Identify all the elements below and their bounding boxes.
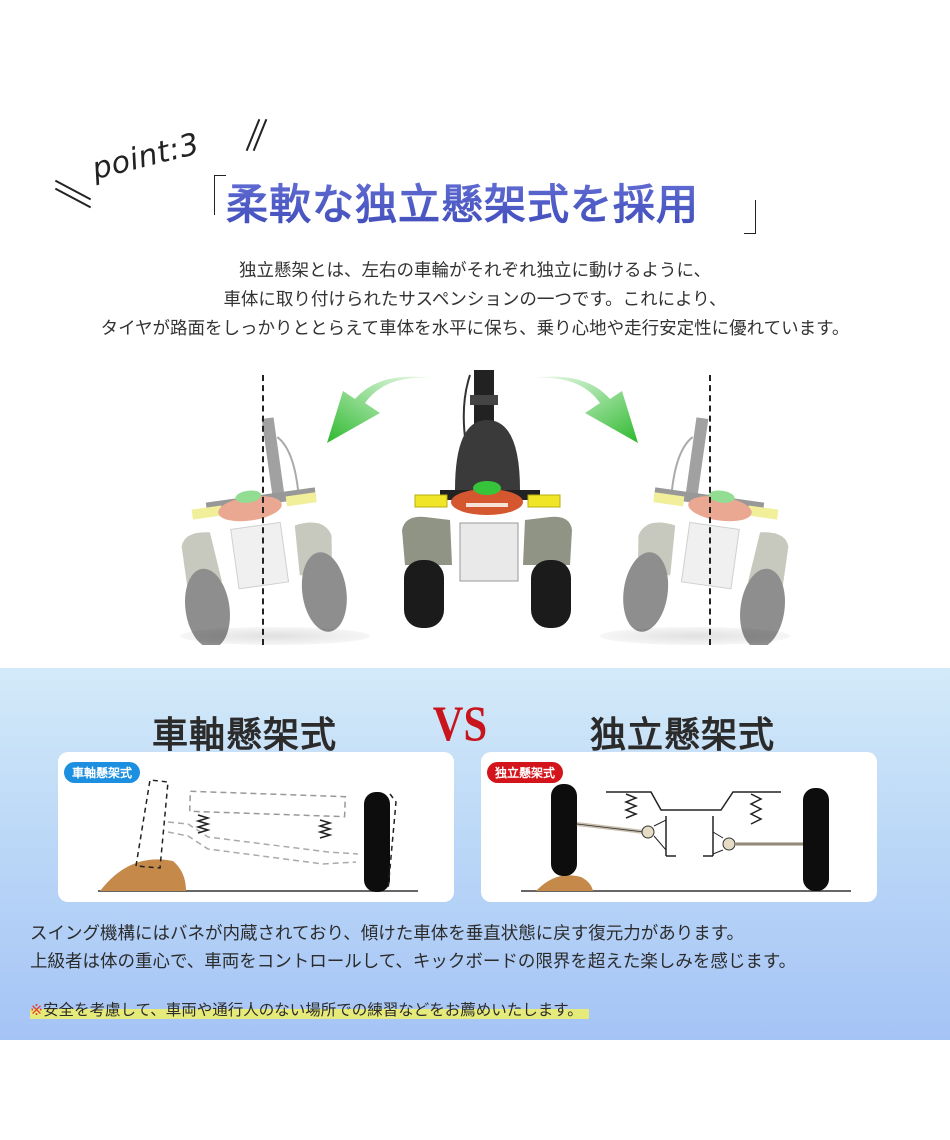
ground-shadow bbox=[600, 627, 790, 645]
intro-text: 独立懸架とは、左右の車輪がそれぞれ独立に動けるように、 車体に取り付けられたサス… bbox=[0, 257, 950, 344]
scooter-illustration bbox=[0, 365, 950, 655]
scooter-center-graphic bbox=[402, 370, 572, 628]
title-bracket-close bbox=[744, 200, 756, 234]
axle-suspension-title: 車軸懸架式 bbox=[152, 714, 338, 756]
vertical-reference-line bbox=[709, 375, 711, 645]
suspension-description: スイング機構にはバネが内蔵されており、傾けた車体を垂直状態に戻す復元力があります… bbox=[30, 920, 796, 976]
axle-suspension-card: 車軸懸架式 bbox=[58, 752, 454, 902]
independent-suspension-diagram bbox=[521, 784, 851, 892]
axle-suspension-diagram bbox=[98, 779, 418, 892]
description-line: スイング機構にはバネが内蔵されており、傾けた車体を垂直状態に戻す復元力があります… bbox=[30, 924, 744, 944]
scooter-right-graphic bbox=[623, 417, 789, 649]
independent-suspension-card: 独立懸架式 bbox=[481, 752, 877, 902]
axle-suspension-tag: 車軸懸架式 bbox=[64, 762, 141, 783]
independent-suspension-tag: 独立懸架式 bbox=[487, 762, 564, 783]
vs-label: VS bbox=[432, 695, 488, 751]
note-mark-icon: ※ bbox=[30, 1001, 43, 1019]
decorative-slash-icon bbox=[252, 118, 268, 152]
scooter-upright bbox=[400, 365, 575, 635]
ground-shadow bbox=[180, 627, 370, 645]
independent-suspension-title: 独立懸架式 bbox=[590, 714, 776, 756]
intro-line: タイヤが路面をしっかりととらえて車体を水平に保ち、乗り心地や走行安定性に優れてい… bbox=[100, 319, 850, 339]
page-title: 柔軟な独立懸架式を採用 bbox=[226, 171, 699, 232]
safety-note: ※安全を考慮して、車両や通行人のない場所での練習などをお薦めいたします。 bbox=[30, 998, 589, 1020]
scooter-tilted-left bbox=[170, 415, 360, 649]
vertical-reference-line bbox=[262, 375, 264, 645]
safety-note-text: 安全を考慮して、車両や通行人のない場所での練習などをお薦めいたします。 bbox=[43, 1001, 583, 1019]
green-arrow-right-icon bbox=[535, 376, 638, 443]
intro-line: 車体に取り付けられたサスペンションの一つです。これにより、 bbox=[223, 290, 727, 310]
title-bracket-open bbox=[214, 175, 226, 215]
comparison-panel: 車軸懸架式 VS 独立懸架式 車軸懸架式 独立懸架式 bbox=[0, 668, 950, 1040]
point-label: point:3 bbox=[88, 126, 203, 187]
scooter-tilted-right bbox=[610, 415, 800, 649]
scooter-left-graphic bbox=[181, 417, 347, 649]
intro-line: 独立懸架とは、左右の車輪がそれぞれ独立に動けるように、 bbox=[239, 261, 711, 281]
green-arrow-left-icon bbox=[327, 376, 430, 443]
description-line: 上級者は体の重心で、車両をコントロールして、キックボードの限界を超えた楽しみを感… bbox=[30, 952, 797, 972]
